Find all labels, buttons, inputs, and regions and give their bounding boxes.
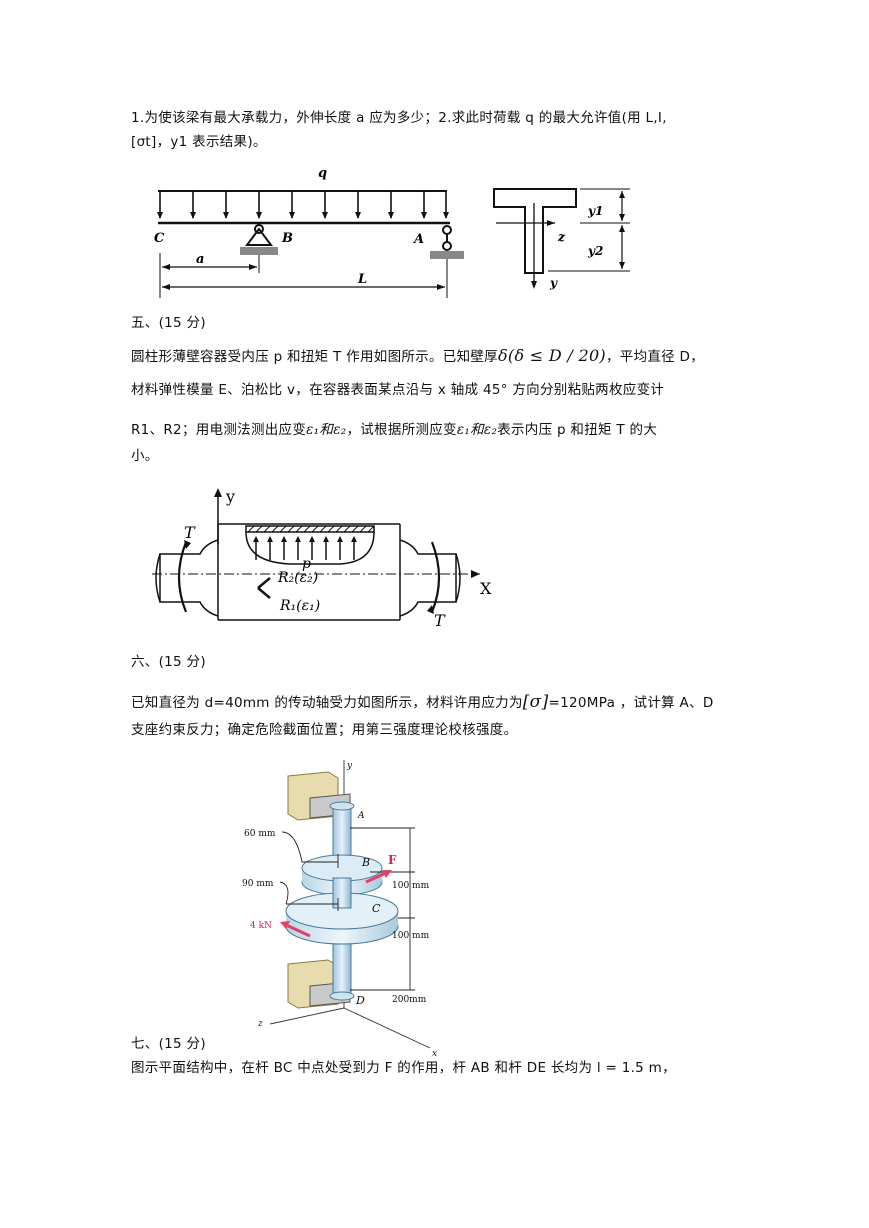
- shaft-axis-z: z: [257, 1019, 263, 1029]
- pressure-vessel-figure: y X T T p R₂(ε₂) R₁(ε₁): [152, 487, 492, 630]
- shaft-figure: y A B C D F z x 60 mm 90 mm 4 kN 100 mm …: [242, 760, 437, 1058]
- label-q: q: [318, 166, 327, 181]
- pressure-label: p: [302, 556, 311, 572]
- gauge-R1-label: R₁(ε₁): [279, 598, 320, 614]
- q5-line1-a: 圆柱形薄壁容器受内压 p 和扭矩 T 作用如图所示。已知壁厚: [131, 349, 498, 365]
- point-B-label: B: [361, 856, 370, 869]
- label-a: a: [196, 252, 204, 267]
- q6-line1: 已知直径为 d=40mm 的传动轴受力如图所示，材料许用应力为[σ]=120MP…: [131, 690, 714, 716]
- q5-line3-b: ，试根据所测应变: [346, 422, 457, 438]
- q5-line2: 材料弹性模量 E、泊松比 v，在容器表面某点沿与 x 轴成 45° 方向分别粘贴…: [131, 382, 665, 398]
- label-A: A: [412, 232, 424, 247]
- axis-y-label: y: [225, 487, 235, 506]
- point-C-label: C: [372, 902, 381, 915]
- beam-figure: q C B A a L y1 y2 z y: [154, 166, 630, 298]
- label-y: y: [549, 276, 558, 290]
- disc-C-radius-label: 90 mm: [242, 879, 274, 889]
- q6-heading: 六、(15 分): [131, 654, 206, 670]
- dim-AB-label: 100 mm: [392, 881, 430, 891]
- label-y2: y2: [587, 244, 603, 258]
- label-L: L: [357, 272, 367, 287]
- q5-line1: 圆柱形薄壁容器受内压 p 和扭矩 T 作用如图所示。已知壁厚δ(δ ≤ D / …: [131, 343, 704, 370]
- q5-line1-b: ，平均直径 D，: [605, 349, 705, 365]
- q7-line1: 图示平面结构中，在杆 BC 中点处受到力 F 的作用，杆 AB 和杆 DE 长均…: [131, 1060, 676, 1076]
- label-B: B: [281, 231, 293, 246]
- wall-thickness-formula: δ(δ ≤ D / 20): [497, 346, 606, 365]
- q7-heading: 七、(15 分): [131, 1036, 206, 1052]
- point-D-label: D: [355, 994, 365, 1007]
- axis-x-label: X: [480, 579, 492, 598]
- strain-symbols-2: ε₁和ε₂: [456, 422, 498, 438]
- q5-heading: 五、(15 分): [131, 315, 206, 331]
- shaft-axis-y: y: [346, 761, 353, 771]
- torque-left-label: T: [184, 523, 196, 542]
- label-C: C: [154, 231, 165, 246]
- q5-line4: 小。: [131, 448, 159, 464]
- disc-B-radius-label: 60 mm: [244, 829, 276, 839]
- dim-CD-label: 200mm: [392, 995, 427, 1005]
- q5-line3-a: R1、R2；用电测法测出应变: [131, 422, 307, 438]
- label-z: z: [557, 230, 566, 244]
- shaft-axis-x: x: [432, 1049, 437, 1058]
- q6-line2: 支座约束反力；确定危险截面位置；用第三强度理论校核强度。: [131, 722, 518, 738]
- gauge-R2-label: R₂(ε₂): [277, 570, 318, 586]
- dim-BC-label: 100 mm: [392, 931, 430, 941]
- q6-line1-a: 已知直径为 d=40mm 的传动轴受力如图所示，材料许用应力为: [131, 695, 523, 711]
- strain-symbols-1: ε₁和ε₂: [306, 422, 347, 438]
- q4-text-line1: 1.为使该梁有最大承载力，外伸长度 a 应为多少；2.求此时荷载 q 的最大允许…: [131, 110, 667, 126]
- q5-line3: R1、R2；用电测法测出应变ε₁和ε₂，试根据所测应变ε₁和ε₂表示内压 p 和…: [131, 418, 657, 443]
- point-A-label: A: [357, 811, 365, 821]
- q4-text-line2: [σt]，y1 表示结果)。: [131, 134, 267, 150]
- q6-line1-b: =120MPa ，试计算 A、D: [548, 695, 714, 711]
- torque-right-label: T: [434, 611, 446, 630]
- force-4kN-label: 4 kN: [250, 921, 272, 931]
- label-y1: y1: [587, 204, 603, 218]
- allowable-stress-symbol: [σ]: [522, 692, 549, 712]
- q5-line3-c: 表示内压 p 和扭矩 T 的大: [497, 422, 658, 438]
- force-F-label: F: [388, 853, 397, 867]
